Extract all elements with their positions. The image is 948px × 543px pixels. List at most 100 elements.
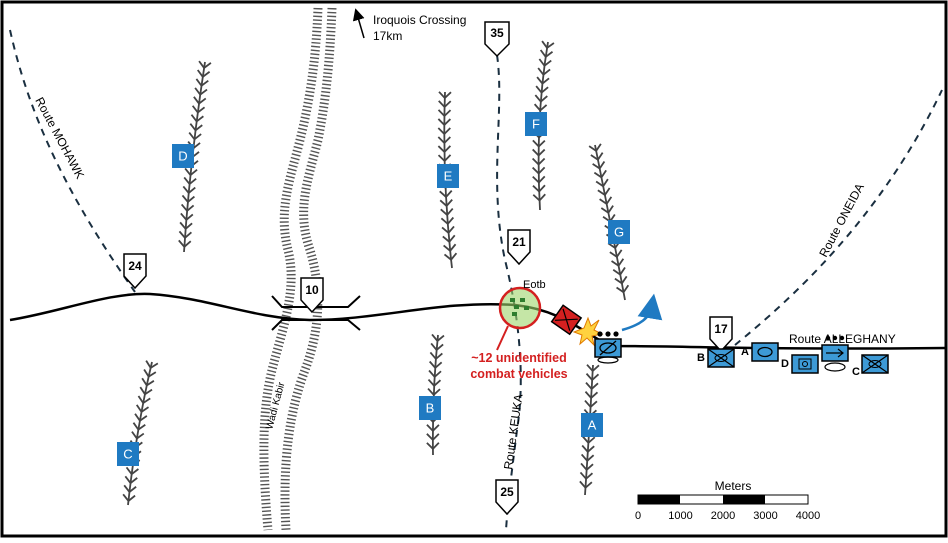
ridge-tick <box>426 442 440 451</box>
ridge-tick <box>191 105 206 114</box>
ridge-tick <box>533 103 548 112</box>
ridge-tick <box>189 123 203 132</box>
crossing-label-line2: 17km <box>373 29 402 43</box>
ridge-letter-a: A <box>588 418 597 433</box>
enemy-label: Eotb <box>523 279 546 291</box>
ridge-tick <box>145 360 159 370</box>
checkpoint-35: 35 <box>484 21 510 58</box>
ridge-tick <box>590 152 604 161</box>
ridge-tick <box>584 399 598 409</box>
ridge-tick <box>532 148 546 157</box>
ridge-tick <box>585 382 599 391</box>
ridge-tick <box>135 404 150 414</box>
checkpoint-25-number: 25 <box>500 485 514 499</box>
ridge-tick <box>581 444 595 454</box>
ridge-tick <box>437 127 451 136</box>
ridge-tick <box>426 433 440 442</box>
ridge-tick <box>537 67 551 76</box>
ridge-tick <box>132 422 146 431</box>
ridge-tick <box>437 154 452 163</box>
explosion-icon <box>572 316 604 347</box>
checkpoint-17-number: 17 <box>714 322 728 336</box>
ridge-tick <box>429 351 443 361</box>
lead-friendly-vehicle <box>594 331 622 364</box>
ridge-tick <box>180 203 195 213</box>
ridge-tick <box>195 78 209 88</box>
ridge-box-g: G <box>608 220 630 244</box>
checkpoint-21-number: 21 <box>512 235 526 249</box>
ridge-tick <box>611 258 625 267</box>
ridge-tick <box>443 243 457 253</box>
ridge-tick <box>430 342 444 352</box>
ridge-tick <box>539 49 554 59</box>
crossing-label-line1: Iroquois Crossing <box>373 13 466 27</box>
checkpoint-35-number: 35 <box>490 26 504 40</box>
ridge-tick <box>180 212 194 222</box>
ridge-tick <box>579 471 594 481</box>
ridge-tick <box>580 462 594 472</box>
ridge-tick <box>532 193 546 202</box>
scale-tick-label: 1000 <box>668 510 692 522</box>
ridge-tick <box>440 207 454 217</box>
ridge-tick <box>439 199 453 208</box>
ridge-tick <box>437 145 452 154</box>
ridge-tick <box>179 221 193 231</box>
ridge-tick <box>536 76 550 85</box>
ridge-tick <box>188 132 202 141</box>
ridge-tick <box>182 185 196 195</box>
ridge-tick <box>443 252 458 262</box>
ridge-lines <box>122 40 630 506</box>
enemy-leader-line <box>496 325 509 351</box>
ridge-box-f: F <box>525 112 547 136</box>
unit-a-label: A <box>741 346 749 358</box>
scale-tick-label: 2000 <box>711 510 735 522</box>
ridge-tick <box>532 166 546 175</box>
ridge-tick <box>124 475 138 485</box>
ridge-tick <box>428 360 443 370</box>
enemy-note-line1: ~12 unidentified <box>471 351 567 365</box>
ridge-tick <box>190 114 204 123</box>
ridge-tick <box>441 225 455 235</box>
ridge-tick <box>593 169 607 179</box>
unit-d-label: D <box>781 358 789 370</box>
ridge-tick <box>442 234 456 244</box>
ridge-tick <box>532 175 546 184</box>
ridge-tick <box>531 157 546 166</box>
unit-c: C <box>852 354 889 378</box>
scale-title: Meters <box>715 479 752 493</box>
ridge-tick <box>609 249 623 259</box>
ridge-tick <box>178 239 192 249</box>
enemy-position: Eotb ~12 unidentified combat vehicles <box>470 279 567 381</box>
ridge-tick <box>178 230 192 240</box>
checkpoint-24-number: 24 <box>128 259 142 273</box>
ridge-tick <box>196 69 211 79</box>
unit-c-label: C <box>852 366 860 378</box>
destroyed-vehicle-icon <box>550 304 583 336</box>
checkpoint-10: 10 <box>300 277 324 314</box>
ridge-tick <box>137 395 151 405</box>
ridge-tick <box>597 187 611 197</box>
ridge-letter-f: F <box>532 117 540 132</box>
ridge-tick <box>535 85 549 94</box>
ridge-tick <box>534 94 548 103</box>
ridge-tick <box>584 391 599 400</box>
route-keuka-line <box>496 54 522 531</box>
route-keuka-label: Route KEUKA <box>501 393 525 470</box>
route-oneida-label: Route ONEIDA <box>816 181 867 259</box>
ridge-letter-e: E <box>444 169 453 184</box>
ridge-tick <box>532 184 546 193</box>
ridge-tick <box>439 190 453 199</box>
ridge-tick <box>428 369 442 379</box>
wadi-kabir <box>259 7 337 531</box>
checkpoint-10-number: 10 <box>305 283 319 297</box>
ridge-tick <box>616 284 630 294</box>
checkpoint-21: 21 <box>507 229 531 266</box>
ridge-tick <box>125 466 139 476</box>
ridge-tick <box>440 216 455 226</box>
enemy-note-line2: combat vehicles <box>470 367 567 381</box>
ridge-letter-d: D <box>178 149 187 164</box>
ridge-box-a: A <box>581 413 603 437</box>
